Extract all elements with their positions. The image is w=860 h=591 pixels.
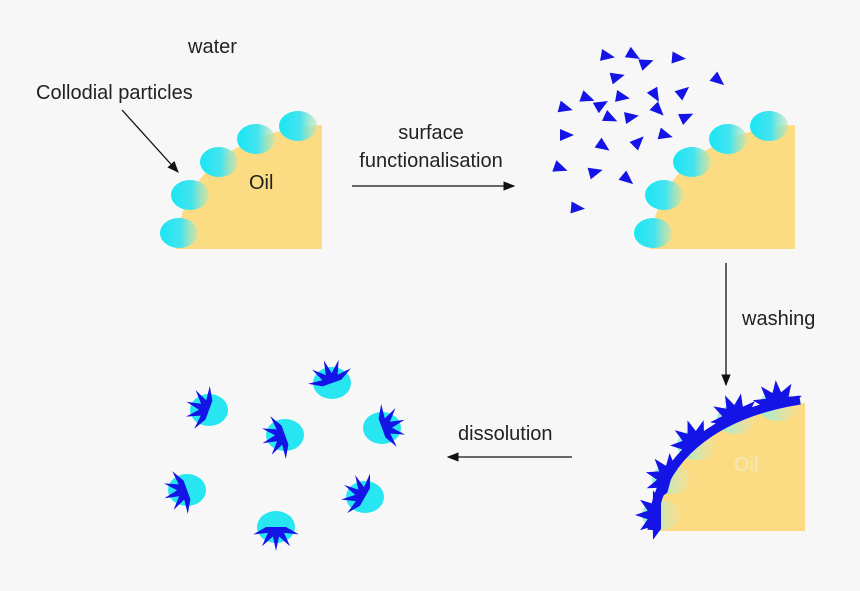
functional-group-crown-icon (645, 453, 675, 501)
functional-group-triangle-icon (624, 46, 640, 59)
surface-functionalisation-label-line1: surface (398, 122, 464, 144)
surface-functionalisation-label-line2: functionalisation (359, 150, 503, 172)
colloidal-particle-icon (279, 111, 317, 141)
colloidal-particle-icon (645, 180, 683, 210)
functional-group-triangle-icon (579, 90, 595, 102)
functional-layer-icon (647, 395, 801, 531)
functional-group-triangle-icon (678, 113, 694, 125)
oil-droplet-icon (176, 125, 322, 249)
functionalised-particle-icon (253, 511, 299, 551)
functional-group-triangle-icon (600, 49, 615, 61)
functional-group-triangle-icon (615, 90, 630, 102)
functional-group-triangle-icon (618, 170, 634, 185)
colloidal-particles-label: Collodial particles (36, 82, 193, 104)
colloidal-particle-icon (750, 111, 788, 141)
functional-group-triangle-icon (629, 136, 644, 151)
colloidal-particle-icon (634, 218, 672, 248)
functionalised-particle-icon (261, 416, 304, 459)
functional-group-triangle-icon (609, 72, 625, 85)
functionalised-particle-icon (185, 386, 228, 429)
washing-label: washing (742, 308, 816, 330)
functional-group-triangle-icon (570, 201, 585, 214)
pointer-arrow-icon (121, 109, 179, 173)
colloidal-particle-icon (171, 180, 209, 210)
functional-group-triangle-icon (560, 129, 574, 141)
colloidal-particle-icon (237, 124, 275, 154)
stage-2-droplet (634, 111, 795, 249)
functional-group-triangle-icon (587, 167, 603, 180)
functional-group-triangle-icon (657, 127, 673, 140)
functional-group-triangle-icon (557, 100, 573, 113)
functional-group-triangle-icon (709, 71, 725, 86)
functional-group-triangle-icon (646, 86, 659, 102)
oil-label-faded: Oil (734, 454, 759, 476)
water-label: water (188, 36, 237, 58)
functionalised-particle-icon (308, 359, 351, 399)
stage-1-droplet (121, 109, 322, 249)
functional-group-triangle-icon (592, 101, 608, 114)
released-particles (163, 359, 406, 551)
functional-group-triangle-icon (649, 101, 664, 116)
functionalised-particle-icon (163, 471, 206, 514)
functional-group-crown-icon (670, 420, 704, 461)
functionalised-particle-icon (341, 473, 384, 514)
colloidal-particle-icon (200, 147, 238, 177)
functional-group-triangle-icon (624, 112, 639, 124)
colloidal-particle-icon (160, 218, 198, 248)
oil-droplet-icon (655, 403, 805, 531)
functional-group-triangle-icon (594, 137, 610, 151)
functional-group-triangle-icon (552, 160, 568, 172)
colloidal-particle-icon (709, 124, 747, 154)
functional-group-triangle-icon (674, 86, 690, 101)
functionalised-particle-icon (363, 404, 406, 447)
functional-group-triangle-icon (638, 59, 654, 71)
functional-group-triangle-icon (602, 110, 618, 122)
functional-group-triangle-icon (671, 51, 686, 64)
functional-group-crown-icon (710, 393, 755, 425)
oil-label: Oil (249, 172, 274, 194)
colloidal-particle-icon (673, 147, 711, 177)
dissolution-label: dissolution (458, 423, 553, 445)
surface-functional-groups (635, 380, 802, 540)
oil-droplet-icon (650, 125, 795, 249)
functional-groups (552, 46, 725, 214)
